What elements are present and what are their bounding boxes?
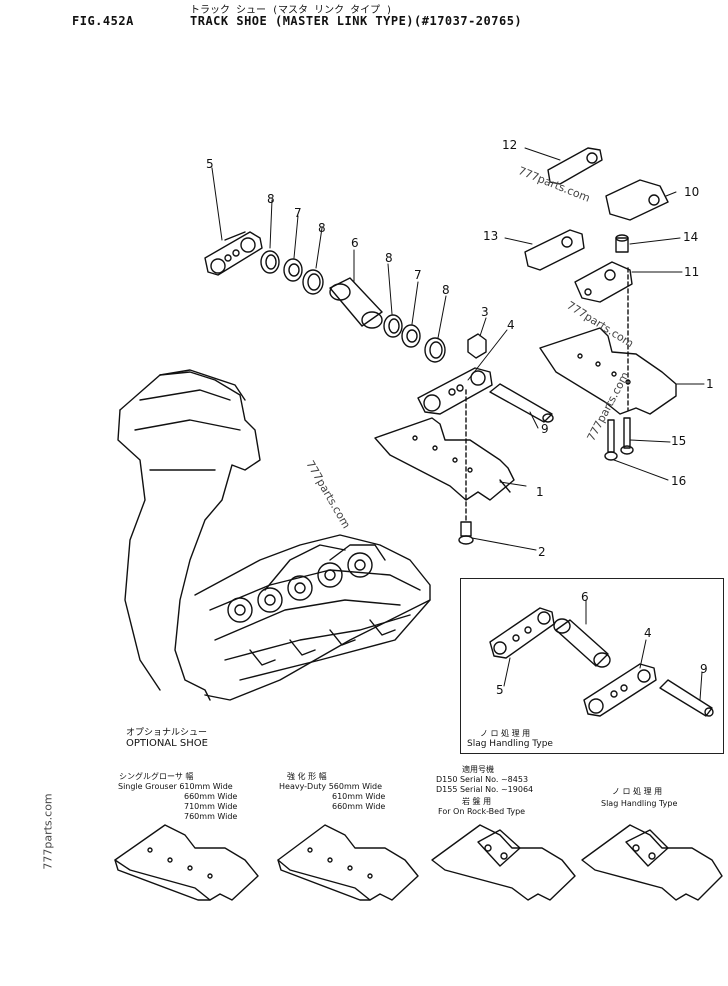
- part-1-shoe-lower: [374, 417, 515, 501]
- part-1-shoe-upper: [539, 327, 677, 415]
- shoe-2-line-1: Heavy-Duty 560mm Wide: [279, 782, 383, 791]
- callout-15: 15: [671, 434, 687, 448]
- callout-7-left: 7: [294, 206, 302, 220]
- callout-10: 10: [684, 185, 700, 199]
- callout-9: 9: [541, 422, 549, 436]
- callout-11: 11: [684, 265, 700, 279]
- part-14-bushing: [615, 234, 629, 253]
- shoe-3-line-2: D155 Serial No. ~19064: [436, 785, 534, 794]
- optional-label-jp: オプショナルシュー: [126, 728, 208, 738]
- shoe-1-line-1: Single Grouser 610mm Wide: [118, 782, 233, 791]
- japanese-title: トラック シュー (マスタ リンク タイプ ): [190, 5, 393, 16]
- part-10-link: [605, 179, 669, 221]
- part-8-seal-c: [383, 314, 403, 338]
- part-4-link: [417, 367, 493, 415]
- callout-3: 3: [481, 305, 489, 319]
- shoe-3-jp: 岩 盤 用: [462, 797, 492, 806]
- part-13-link: [524, 229, 585, 271]
- part-3-nut: [467, 333, 487, 359]
- callout-2: 2: [538, 545, 546, 559]
- callout-1-lower: 1: [536, 485, 544, 499]
- callout-7-right: 7: [414, 268, 422, 282]
- inset-part-9-pin: [659, 679, 714, 717]
- page-title: TRACK SHOE (MASTER LINK TYPE)(#17037-207…: [190, 14, 523, 28]
- shoe-3-jp-top: 適用号機: [462, 765, 494, 774]
- part-8-seal-d: [424, 337, 446, 363]
- optional-shoe-heavy-duty: [277, 824, 419, 901]
- part-15-bolts: [604, 417, 634, 461]
- callout-14: 14: [683, 230, 699, 244]
- track-assembly-drawing: [117, 369, 431, 701]
- inset-callout-4: 4: [644, 626, 652, 640]
- callout-5: 5: [206, 157, 214, 171]
- inset-part-6-pin: [553, 618, 611, 668]
- shoe-1-jp: シングルグローサ 幅: [119, 772, 194, 781]
- callout-8-b: 8: [318, 221, 326, 235]
- shoe-1-line-2: 660mm Wide: [184, 792, 238, 801]
- part-9-pin: [489, 383, 554, 423]
- callout-4: 4: [507, 318, 515, 332]
- callout-6: 6: [351, 236, 359, 250]
- shoe-1-line-3: 710mm Wide: [184, 802, 238, 811]
- part-8-seal-a: [260, 250, 280, 274]
- part-7-spacer-b: [401, 324, 421, 348]
- callout-8-d: 8: [442, 283, 450, 297]
- optional-shoe-single-grouser: [114, 824, 259, 901]
- part-8-seal-b: [302, 269, 324, 295]
- optional-label: OPTIONAL SHOE: [126, 738, 208, 749]
- part-11-link: [574, 261, 633, 303]
- part-5-link: [204, 231, 263, 276]
- figure-number: FIG.452A: [72, 14, 134, 28]
- part-7-spacer-a: [283, 258, 303, 282]
- callout-13: 13: [483, 229, 499, 243]
- shoe-3-label: For On Rock-Bed Type: [438, 807, 526, 816]
- shoe-4-jp: ノ ロ 処 理 用: [612, 787, 663, 796]
- callout-1-upper: 1: [706, 377, 714, 391]
- optional-shoe-slag-handling: [581, 824, 723, 901]
- optional-shoe-rock-bed: [431, 824, 576, 901]
- shoe-2-line-2: 610mm Wide: [332, 792, 386, 801]
- callout-12: 12: [502, 138, 518, 152]
- part-2-bolt: [458, 521, 474, 545]
- inset-label-jp: ノ ロ 処 理 用: [480, 729, 531, 738]
- shoe-4-label: Slag Handling Type: [601, 799, 678, 808]
- callout-8-a: 8: [267, 192, 275, 206]
- shoe-3-line-1: D150 Serial No. ~8453: [436, 775, 529, 784]
- callout-16: 16: [671, 474, 687, 488]
- shoe-2-line-3: 660mm Wide: [332, 802, 386, 811]
- watermark: 777parts.com: [41, 793, 55, 870]
- inset-label: Slag Handling Type: [467, 739, 553, 749]
- inset-callout-6: 6: [581, 590, 589, 604]
- part-6-pin: [329, 277, 383, 329]
- leader-lines: [211, 147, 705, 701]
- inset-callout-9: 9: [700, 662, 708, 676]
- inset-part-4-link: [583, 663, 657, 717]
- inset-slag-handling-box: [460, 578, 724, 754]
- callout-8-c: 8: [385, 251, 393, 265]
- shoe-2-jp: 強 化 形 幅: [287, 772, 327, 781]
- shoe-1-line-4: 760mm Wide: [184, 812, 238, 821]
- part-12-link: [547, 147, 603, 185]
- inset-callout-5: 5: [496, 683, 504, 697]
